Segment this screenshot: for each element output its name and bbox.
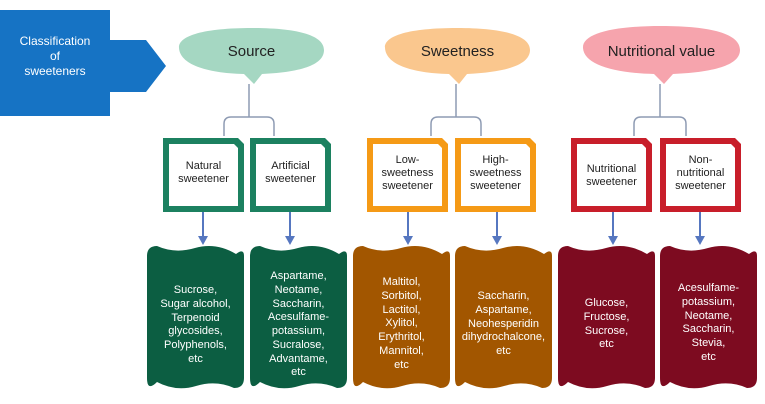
folder-non-nutritional: [660, 138, 741, 212]
wave-natural-sweetener: [147, 246, 244, 389]
down-arrows-source: [198, 212, 295, 245]
wave-non-nutritional: [660, 246, 757, 389]
wave-low-sweetness: [353, 246, 450, 389]
folder-label-high-sweetness: High- sweetness sweetener: [469, 154, 522, 193]
folder-artificial-sweetener: [250, 138, 331, 212]
connector-sweetness: [430, 84, 482, 136]
folder-label-non-nutritional: Non- nutritional sweetener: [675, 154, 726, 193]
list-natural-sweetener: Sucrose, Sugar alcohol, Terpenoid glycos…: [160, 284, 231, 365]
down-arrows-sweetness: [403, 212, 502, 245]
folder-nutritional: [571, 138, 652, 212]
wave-high-sweetness: [455, 246, 552, 389]
list-high-sweetness: Saccharin, Aspartame, Neohesperidin dihy…: [461, 290, 546, 357]
wave-nutritional: [558, 246, 655, 389]
group-nutritional-value: [558, 26, 757, 389]
cloud-label-source: Source: [227, 43, 276, 60]
folder-low-sweetness: [367, 138, 448, 212]
list-non-nutritional: Acesulfame- potassium, Neotame, Sacchari…: [677, 282, 740, 363]
diagram-title: Classification of sweeteners: [19, 34, 91, 78]
folder-label-low-sweetness: Low- sweetness sweetener: [381, 154, 434, 193]
cloud-label-nutritional-value: Nutritional value: [607, 43, 716, 60]
folder-label-artificial: Artificial sweetener: [265, 160, 316, 186]
cloud-source: [178, 28, 324, 84]
list-artificial-sweetener: Aspartame, Neotame, Saccharin, Acesulfam…: [267, 270, 330, 379]
folder-label-nutritional: Nutritional sweetener: [586, 163, 637, 189]
list-nutritional: Glucose, Fructose, Sucrose, etc: [583, 297, 630, 351]
cloud-nutritional-value: [582, 26, 740, 84]
folder-label-natural: Natural sweetener: [178, 160, 229, 186]
title-arrow: [0, 10, 166, 116]
down-arrows-nutritional-value: [608, 212, 705, 245]
wave-artificial-sweetener: [250, 246, 347, 389]
cloud-label-sweetness: Sweetness: [420, 43, 495, 60]
connector-source: [223, 84, 275, 136]
group-sweetness: [353, 28, 552, 389]
cloud-sweetness: [384, 28, 530, 84]
folder-natural-sweetener: [163, 138, 244, 212]
connector-nutritional-value: [633, 84, 687, 136]
folder-high-sweetness: [455, 138, 536, 212]
group-source: [147, 28, 347, 389]
list-low-sweetness: Maltitol, Sorbitol, Lactitol, Xylitol, E…: [378, 276, 425, 371]
